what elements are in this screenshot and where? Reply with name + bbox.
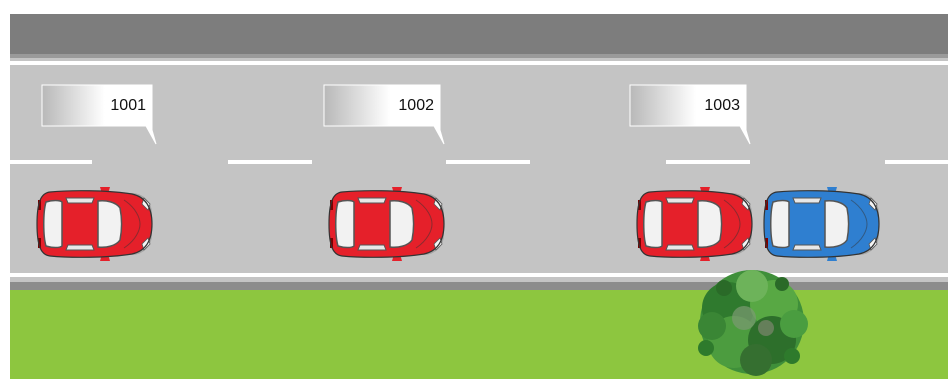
curb — [10, 282, 948, 290]
sidewalk — [10, 14, 948, 54]
parking-tag-label: 1001 — [110, 97, 146, 114]
road-top-edge-line — [10, 61, 948, 65]
red-car[interactable] — [37, 187, 152, 261]
parking-tag-label: 1003 — [704, 97, 740, 114]
grass — [10, 290, 948, 379]
road-bottom-edge-line — [10, 273, 948, 277]
red-car[interactable] — [329, 187, 444, 261]
parking-tag-label: 1002 — [398, 97, 434, 114]
blue-car[interactable] — [764, 187, 879, 261]
red-car[interactable] — [637, 187, 752, 261]
